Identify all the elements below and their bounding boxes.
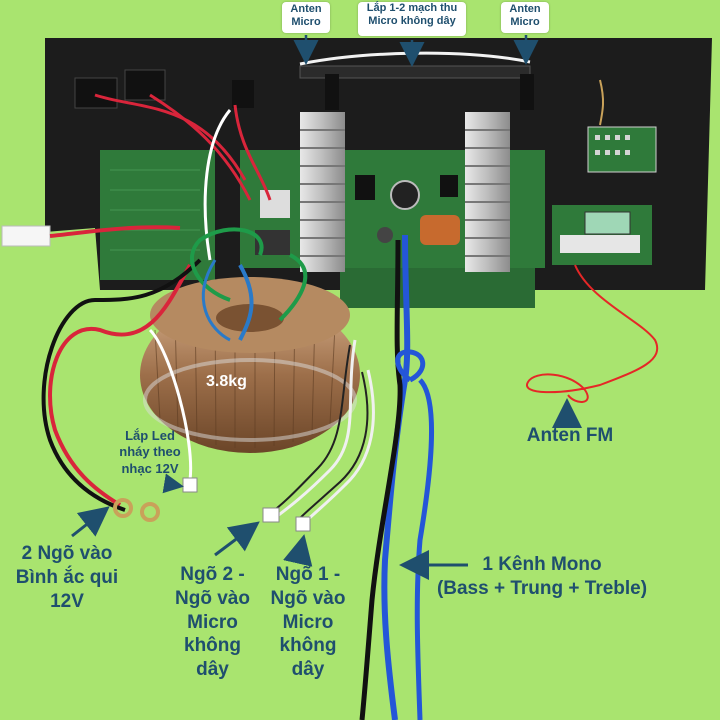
mic-input-2-label: Ngõ 2 - Ngõ vào Micro không dây (175, 564, 250, 680)
power-connector (1, 225, 51, 247)
battery-terminal-red (113, 498, 133, 518)
callout-receiver-slot: Lắp 1-2 mạch thu Micro không dây (358, 2, 466, 36)
callout-antenna-micro-left: Anten Micro (282, 2, 330, 33)
arrow-mic-1 (283, 534, 313, 567)
led-connector (182, 477, 198, 493)
fm-antenna-wire (525, 264, 658, 403)
mic-1-connector (295, 516, 311, 532)
transformer-weight-label: 3.8kg (206, 373, 247, 390)
mono-channel-label: 1 Kênh Mono (Bass + Trung + Treble) (436, 554, 648, 599)
fm-receiver-board (587, 126, 657, 173)
left-pcb (100, 150, 215, 280)
led-hookup-label: Lắp Led nháy theo nhạc 12V (119, 428, 181, 476)
arrow-battery (71, 506, 110, 538)
battery-input-label: 2 Ngõ vào Bình ắc qui 12V (15, 543, 119, 612)
arrow-mic-2 (214, 521, 260, 557)
arrow-led (162, 473, 184, 494)
heatsink-right (465, 112, 510, 272)
callout-antenna-micro-right: Anten Micro (501, 2, 549, 33)
mono-output-cable-black (359, 239, 403, 720)
battery-terminal-black (140, 502, 160, 522)
fm-antenna-label: Anten FM (526, 425, 614, 446)
mic-input-1-label: Ngõ 1 - Ngõ vào Micro không dây (270, 564, 346, 680)
mic-2-connector (262, 507, 280, 523)
heatsink-left (300, 112, 345, 272)
